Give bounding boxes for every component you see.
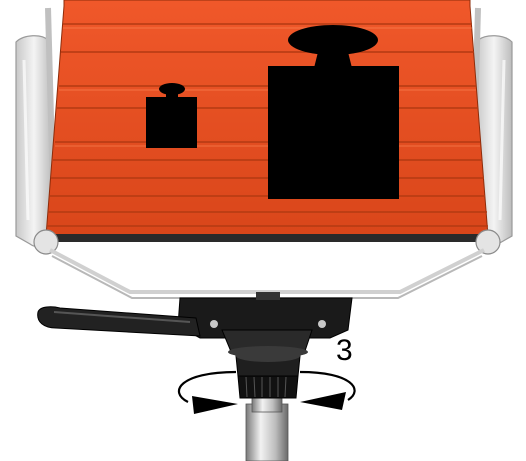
seat-wire-frame — [50, 250, 484, 298]
step-number-label: 3 — [336, 336, 353, 366]
height-lever — [38, 307, 200, 336]
tension-knob — [236, 350, 300, 398]
seat-mechanism — [178, 292, 352, 358]
gas-lift-post — [246, 392, 288, 461]
seat-pad — [46, 0, 488, 242]
